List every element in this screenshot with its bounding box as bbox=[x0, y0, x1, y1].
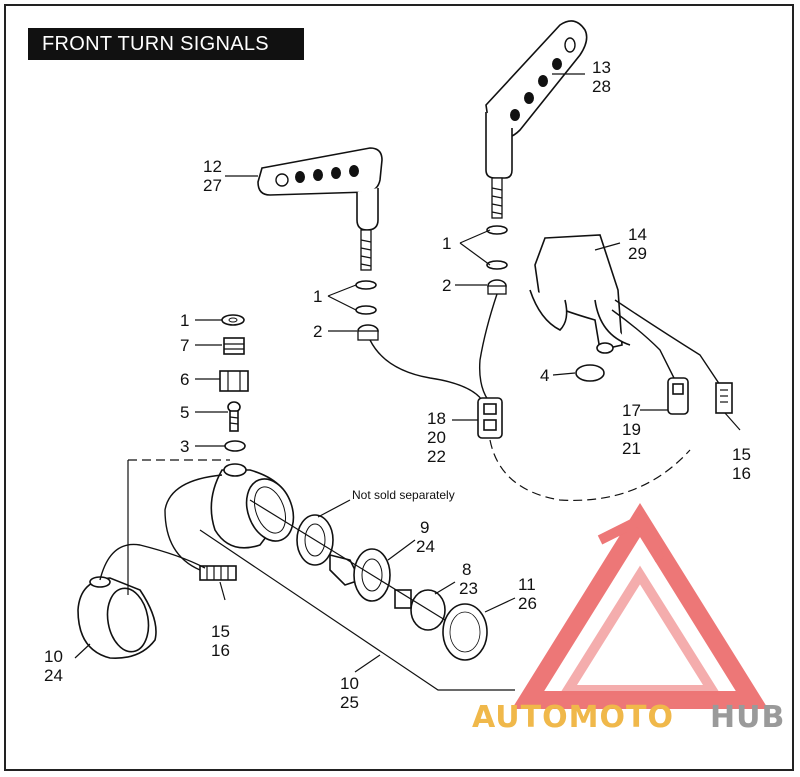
hardware-stack bbox=[219, 314, 249, 452]
watermark-automoto: AUTOMOTO bbox=[472, 700, 674, 735]
right-signal-light-bar bbox=[485, 20, 588, 219]
callout-22: 22 bbox=[427, 447, 446, 466]
diagram-frame bbox=[4, 4, 794, 771]
callout-2-right: 2 bbox=[442, 276, 451, 295]
callout-24-b: 24 bbox=[44, 666, 63, 685]
callout-18: 18 bbox=[427, 409, 446, 428]
callout-29: 29 bbox=[628, 244, 647, 263]
connector-15 bbox=[715, 382, 733, 414]
callout-5: 5 bbox=[180, 403, 189, 422]
assembly-line-bottom bbox=[199, 529, 515, 691]
callout-25: 25 bbox=[340, 693, 359, 712]
callout-15-left: 15 bbox=[211, 622, 230, 641]
callout-28: 28 bbox=[592, 77, 611, 96]
lens-11 bbox=[442, 603, 488, 661]
bracket-wire-b bbox=[614, 299, 721, 386]
lower-housing-wire bbox=[99, 543, 206, 581]
callout-11: 11 bbox=[518, 575, 536, 594]
callout-17: 17 bbox=[622, 401, 641, 420]
lamp-housing-lower bbox=[77, 576, 157, 659]
callout-7: 7 bbox=[180, 336, 189, 355]
callout-1-stack: 1 bbox=[180, 311, 189, 330]
bulb-8 bbox=[394, 589, 446, 631]
callout-13: 13 bbox=[592, 58, 611, 77]
bracket-wire-a bbox=[611, 309, 676, 381]
connector-17 bbox=[667, 377, 689, 415]
callout-19: 19 bbox=[622, 420, 641, 439]
not-sold-separately-note: Not sold separately bbox=[352, 488, 455, 502]
callout-6: 6 bbox=[180, 370, 189, 389]
left-washers bbox=[355, 280, 379, 341]
callout-15-right: 15 bbox=[732, 445, 751, 464]
automotohub-logo-mark bbox=[511, 502, 769, 709]
callout-8: 8 bbox=[462, 560, 471, 579]
callout-27: 27 bbox=[203, 176, 222, 195]
bulb-socket-9 bbox=[329, 548, 391, 602]
axis-line bbox=[249, 499, 446, 621]
connector-15-left bbox=[199, 565, 237, 581]
callout-14: 14 bbox=[628, 225, 647, 244]
callout-26: 26 bbox=[518, 594, 537, 613]
callout-4: 4 bbox=[540, 366, 549, 385]
handlebar-bracket bbox=[529, 234, 631, 354]
right-wire bbox=[478, 293, 498, 401]
grommet-4 bbox=[575, 364, 605, 382]
callout-9: 9 bbox=[420, 518, 429, 537]
callout-16-right: 16 bbox=[732, 464, 751, 483]
callout-2-left: 2 bbox=[313, 322, 322, 341]
callout-1-left: 1 bbox=[313, 287, 322, 306]
watermark-hub: HUB bbox=[710, 700, 785, 735]
left-wire bbox=[369, 339, 483, 401]
connector-18 bbox=[477, 397, 503, 439]
callout-10-a: 10 bbox=[44, 647, 63, 666]
callout-12: 12 bbox=[203, 157, 222, 176]
callout-24-a: 24 bbox=[416, 537, 435, 556]
callout-16-left: 16 bbox=[211, 641, 230, 660]
callout-10-b: 10 bbox=[340, 674, 359, 693]
callout-1-right: 1 bbox=[442, 234, 451, 253]
callout-23: 23 bbox=[459, 579, 478, 598]
callout-21: 21 bbox=[622, 439, 641, 458]
lamp-housing-main bbox=[210, 463, 295, 549]
dashed-path-connector bbox=[489, 439, 691, 502]
left-signal-light-bar bbox=[257, 147, 383, 271]
callout-20: 20 bbox=[427, 428, 446, 447]
diagram-title: FRONT TURN SIGNALS bbox=[28, 28, 304, 60]
callout-3: 3 bbox=[180, 437, 189, 456]
leader-lines bbox=[74, 73, 741, 673]
right-washers bbox=[486, 225, 508, 295]
